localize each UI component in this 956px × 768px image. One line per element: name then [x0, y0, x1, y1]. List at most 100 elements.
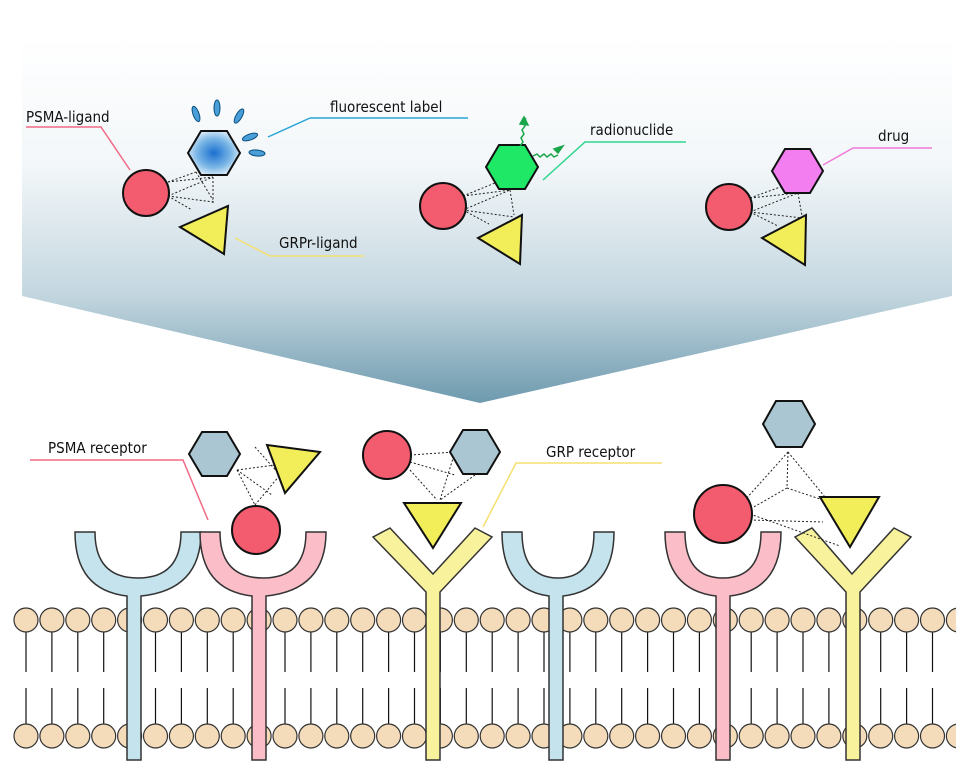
bound-ligand-dual — [693, 400, 881, 549]
lipid-head — [324, 723, 350, 749]
lipid-head — [142, 607, 169, 633]
lipid-heads-bottom — [13, 723, 956, 749]
hexagon — [187, 431, 242, 477]
bound-ligand-grp — [362, 429, 502, 550]
lipid-head — [401, 607, 428, 633]
lipid-head — [505, 607, 531, 633]
lipid-head — [453, 607, 479, 633]
lipid-head — [65, 723, 91, 749]
linker-lines — [462, 182, 515, 225]
leader-drug — [822, 147, 932, 166]
lipid-head — [686, 723, 713, 749]
lipid-head — [376, 607, 402, 633]
grpr-ligand-triangle — [177, 204, 230, 256]
conjugate-fluorescent: PSMA-ligand fluorescent label GRPr-ligan… — [26, 98, 468, 257]
lipid-head — [13, 723, 39, 749]
lipid-head — [919, 723, 946, 749]
blue-receptor — [501, 531, 615, 761]
grpr-ligand-triangle — [818, 496, 881, 549]
lipid-head — [816, 607, 842, 633]
fluorescence-rays — [191, 99, 266, 157]
lipid-head — [660, 607, 687, 633]
leader-radionuclide — [542, 141, 686, 181]
leader-psma-receptor: PSMA receptor — [30, 439, 209, 521]
psma-ligand-circle — [419, 182, 467, 230]
lipid-head — [453, 723, 479, 749]
lipid-head — [142, 723, 169, 749]
lipid-head — [583, 607, 609, 633]
lipid-head — [350, 723, 376, 749]
lipid-head — [376, 723, 402, 749]
lipid-head — [764, 607, 790, 633]
label-psma-ligand: PSMA-ligand — [26, 108, 110, 126]
lipid-head — [583, 723, 609, 749]
psma-ligand-circle — [122, 169, 170, 217]
grpr-ligand-triangle — [759, 213, 808, 267]
lipid-head — [609, 723, 635, 749]
lipid-head — [945, 723, 956, 749]
lipid-head — [479, 723, 505, 749]
leader-fluorescent-label — [267, 117, 311, 138]
lipid-head — [39, 723, 65, 749]
psma-receptor — [664, 531, 782, 761]
lipid-head — [220, 607, 246, 633]
leader-grp-receptor: GRP receptor — [482, 443, 662, 528]
lipid-head — [738, 723, 764, 749]
receptors — [74, 527, 913, 761]
lipid-head — [272, 607, 298, 633]
psma-receptor — [199, 531, 327, 761]
label-psma-receptor: PSMA receptor — [48, 439, 147, 457]
radionuclide-hexagon — [484, 144, 540, 190]
lipid-head — [893, 607, 920, 633]
lipid-head — [816, 723, 842, 749]
lipid-head — [790, 607, 816, 633]
lipid-head — [505, 723, 531, 749]
lipid-head — [919, 607, 946, 633]
grpr-ligand-triangle — [475, 213, 524, 266]
label-radionuclide: radionuclide — [590, 121, 673, 139]
lipid-head — [738, 607, 764, 633]
lipid-head — [91, 607, 117, 633]
lipid-head — [168, 607, 194, 633]
lipid-head — [194, 723, 220, 749]
psma-ligand-circle — [693, 484, 753, 544]
grpr-ligand-triangle — [265, 443, 322, 495]
lipid-head — [91, 723, 117, 749]
lipid-head — [324, 607, 350, 633]
lipid-head — [479, 607, 505, 633]
lipid-head — [65, 607, 91, 633]
lipid-head — [13, 607, 39, 633]
grp-receptor — [793, 527, 913, 761]
cell-membrane — [13, 607, 956, 749]
lipid-head — [194, 607, 220, 633]
fluorescent-hexagon — [186, 130, 242, 176]
zoom-panel — [22, 38, 952, 403]
grp-receptor — [371, 527, 494, 761]
label-grp-receptor: GRP receptor — [546, 443, 636, 461]
blue-receptor — [74, 531, 202, 761]
lipid-heads-top — [13, 607, 956, 633]
lipid-head — [868, 607, 894, 633]
lipid-head — [220, 723, 246, 749]
psma-ligand-circle — [362, 430, 412, 480]
lipid-head — [660, 723, 687, 749]
lipid-head — [634, 723, 661, 749]
grpr-ligand-triangle — [402, 502, 463, 550]
lipid-head — [350, 607, 376, 633]
lipid-head — [634, 607, 661, 633]
lipid-head — [298, 723, 324, 749]
leader-grpr-ligand — [234, 237, 364, 257]
lipid-head — [790, 723, 816, 749]
label-fluorescent-label: fluorescent label — [330, 98, 442, 116]
lipid-head — [168, 723, 194, 749]
lipid-head — [401, 723, 428, 749]
lipid-head — [272, 723, 298, 749]
lipid-head — [764, 723, 790, 749]
lipid-tails — [25, 620, 934, 736]
hexagon — [761, 400, 817, 448]
psma-ligand-circle — [231, 505, 281, 555]
conjugate-drug: drug — [705, 127, 932, 267]
hexagon — [448, 429, 502, 475]
lipid-head — [609, 607, 635, 633]
